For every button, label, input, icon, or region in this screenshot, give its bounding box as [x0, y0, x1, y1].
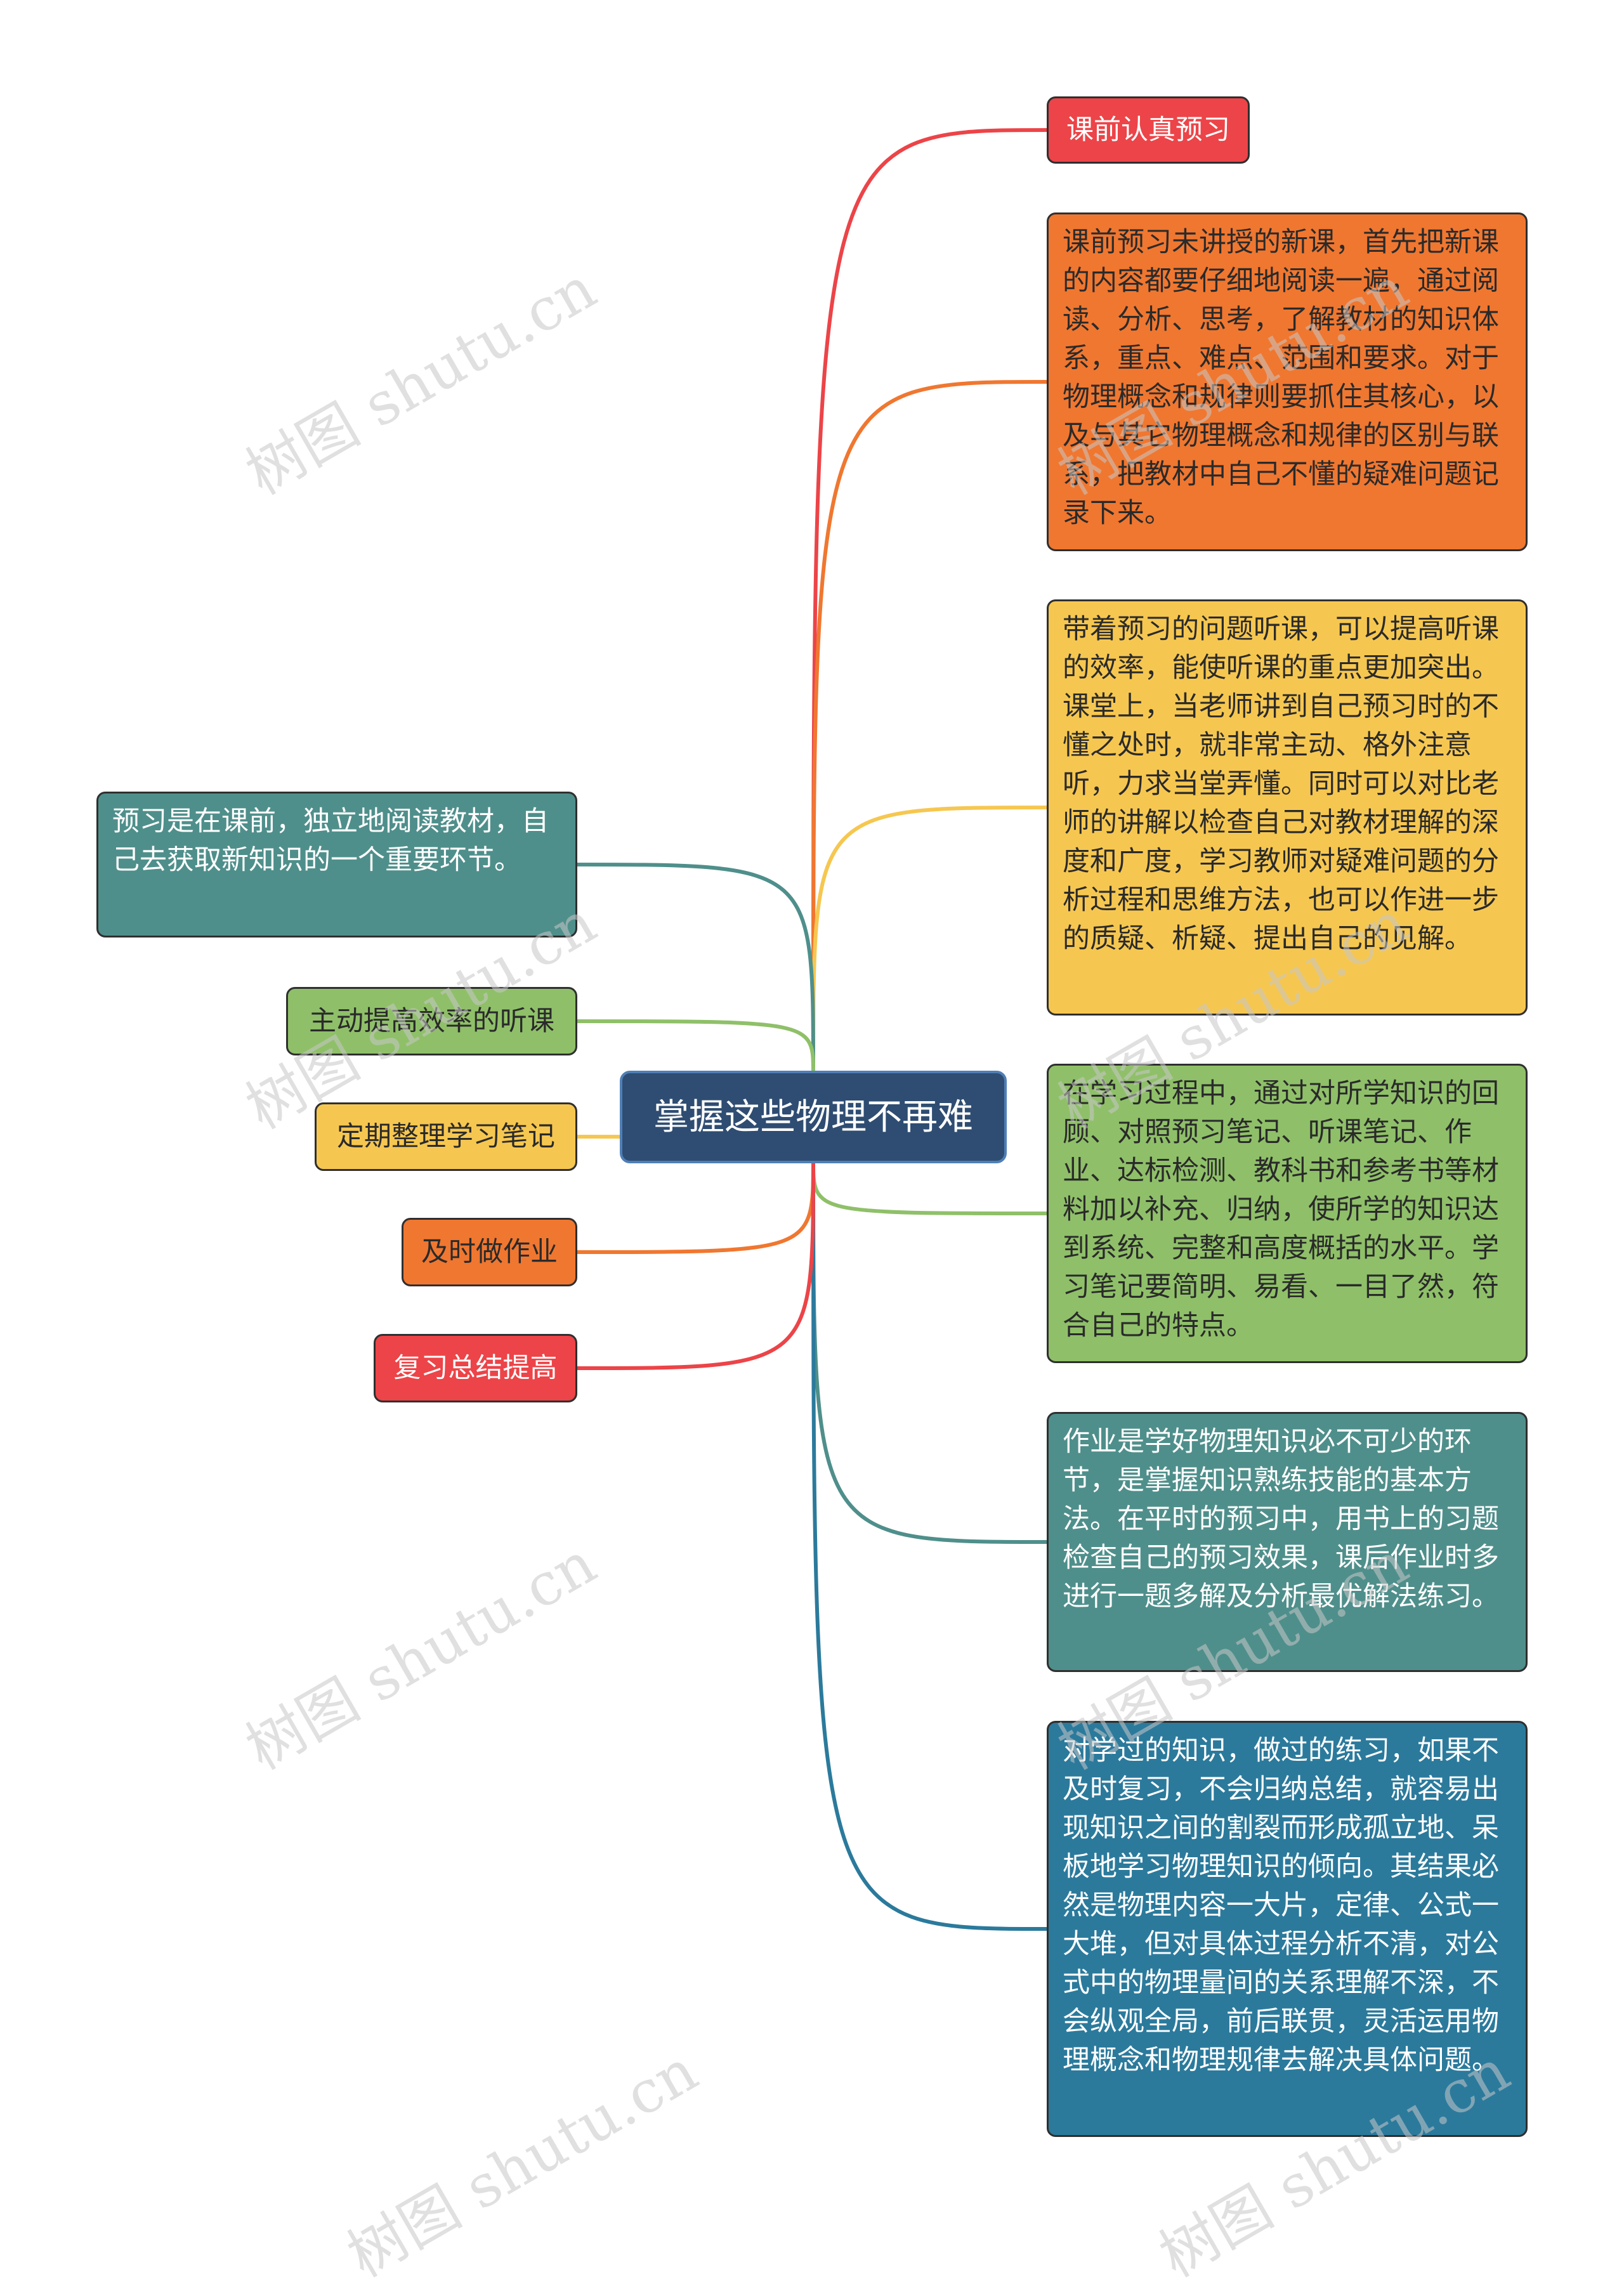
center-topic-label: 掌握这些物理不再难 — [653, 1096, 973, 1138]
node-active-listening[interactable]: 主动提高效率的听课 — [286, 987, 577, 1055]
node-preview-detail[interactable]: 课前预习未讲授的新课，首先把新课的内容都要仔细地阅读一遍，通过阅读、分析、思考，… — [1047, 212, 1528, 551]
connector-left-4 — [575, 1159, 815, 1370]
node-preview-carefully[interactable]: 课前认真预习 — [1047, 96, 1250, 164]
connector-left-3 — [575, 1159, 815, 1254]
node-homework-detail-text: 作业是学好物理知识必不可少的环节，是掌握知识熟练技能的基本方法。在平时的预习中，… — [1063, 1426, 1499, 1612]
connector-right-4 — [811, 1159, 1049, 1544]
node-listening-detail[interactable]: 带着预习的问题听课，可以提高听课的效率，能使听课的重点更加突出。课堂上，当老师讲… — [1047, 599, 1528, 1016]
node-review-detail[interactable]: 对学过的知识，做过的练习，如果不及时复习，不会归纳总结，就容易出现知识之间的割裂… — [1047, 1721, 1528, 2137]
connector-left-1 — [575, 1019, 815, 1075]
node-notes-detail[interactable]: 在学习过程中，通过对所学知识的回顾、对照预习笔记、听课笔记、作业、达标检测、教科… — [1047, 1064, 1528, 1363]
node-homework-text: 及时做作业 — [421, 1236, 558, 1268]
node-review-summary-text: 复习总结提高 — [393, 1352, 558, 1384]
node-active-listening-text: 主动提高效率的听课 — [309, 1005, 554, 1037]
connector-right-1 — [811, 380, 1049, 1075]
node-listening-detail-text: 带着预习的问题听课，可以提高听课的效率，能使听课的重点更加突出。课堂上，当老师讲… — [1063, 613, 1499, 955]
connector-left-0 — [575, 863, 815, 1075]
node-review-summary[interactable]: 复习总结提高 — [374, 1334, 577, 1402]
node-preview-definition-text: 预习是在课前，独立地阅读教材，自己去获取新知识的一个重要环节。 — [112, 806, 549, 876]
node-notes-detail-text: 在学习过程中，通过对所学知识的回顾、对照预习笔记、听课笔记、作业、达标检测、教科… — [1063, 1078, 1499, 1342]
node-homework[interactable]: 及时做作业 — [402, 1218, 577, 1286]
node-preview-definition[interactable]: 预习是在课前，独立地阅读教材，自己去获取新知识的一个重要环节。 — [96, 792, 577, 937]
center-topic[interactable]: 掌握这些物理不再难 — [620, 1071, 1007, 1163]
node-organize-notes-text: 定期整理学习笔记 — [337, 1120, 555, 1153]
connector-right-5 — [811, 1159, 1049, 1931]
connector-lines — [575, 128, 1049, 1931]
node-review-detail-text: 对学过的知识，做过的练习，如果不及时复习，不会归纳总结，就容易出现知识之间的割裂… — [1063, 1735, 1499, 2076]
connector-right-3 — [811, 1159, 1049, 1215]
node-homework-detail[interactable]: 作业是学好物理知识必不可少的环节，是掌握知识熟练技能的基本方法。在平时的预习中，… — [1047, 1412, 1528, 1672]
connector-right-2 — [811, 806, 1049, 1075]
connector-right-0 — [811, 128, 1049, 1075]
node-preview-detail-text: 课前预习未讲授的新课，首先把新课的内容都要仔细地阅读一遍，通过阅读、分析、思考，… — [1063, 226, 1499, 529]
node-organize-notes[interactable]: 定期整理学习笔记 — [315, 1102, 577, 1171]
node-preview-carefully-text: 课前认真预习 — [1066, 114, 1230, 146]
